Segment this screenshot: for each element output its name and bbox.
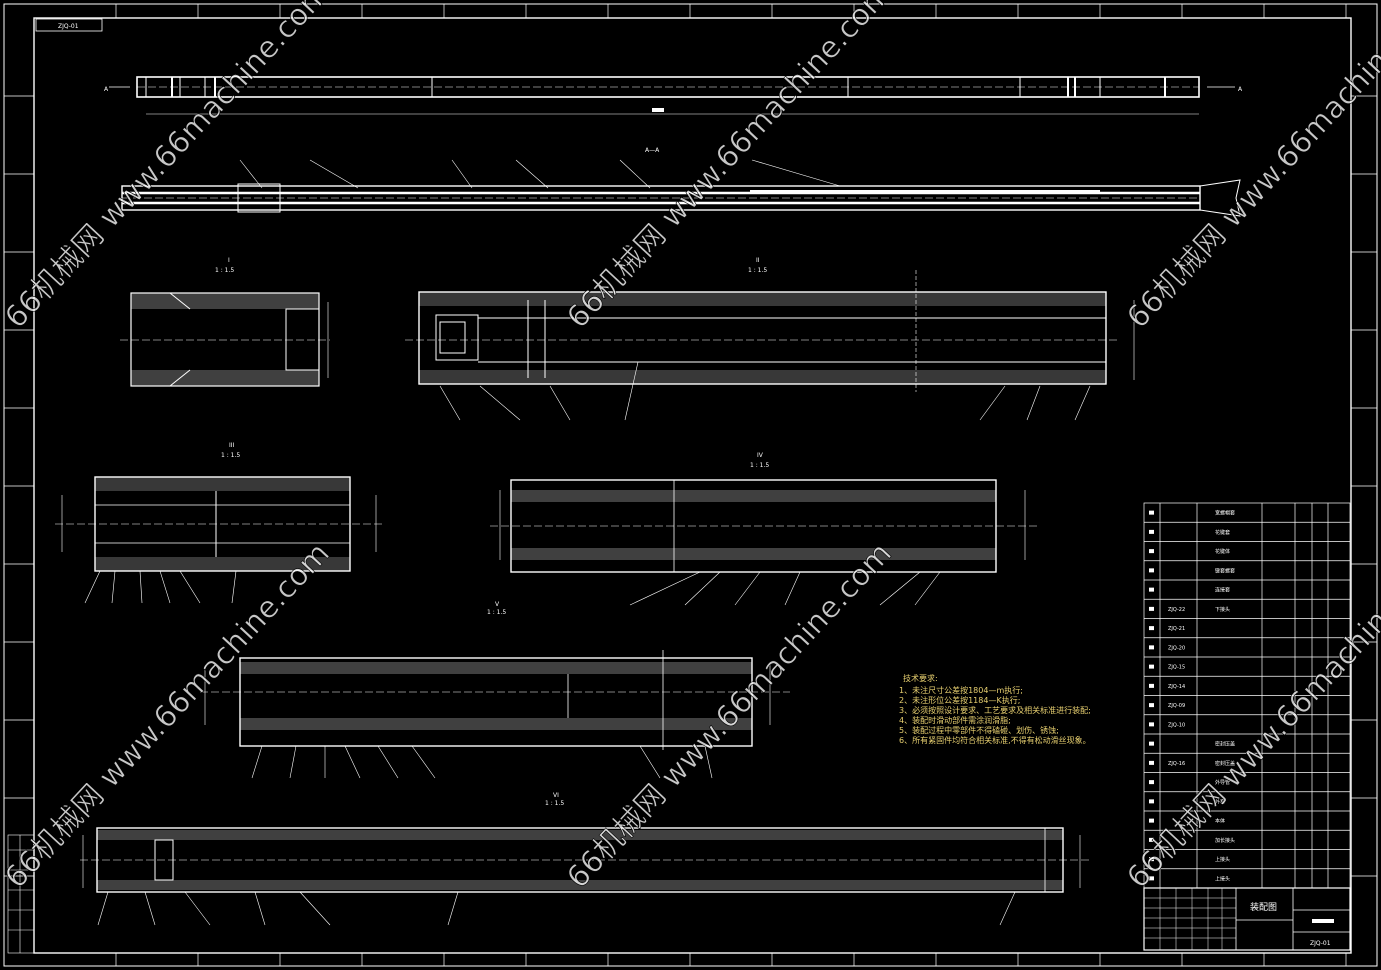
- overall-view: A A: [104, 76, 1243, 115]
- detail-ii-scale: 1 : 1.5: [748, 267, 767, 274]
- parts-list-name: 宽螺帽套: [1215, 510, 1235, 517]
- parts-list-name: 上接头: [1215, 856, 1230, 863]
- detail-view-iv: IV 1 : 1.5: [490, 452, 1040, 606]
- section-a-a: A—A: [121, 147, 1241, 217]
- watermark-2: 66机械网 www.66machine.com: [560, 0, 899, 335]
- parts-list-name: 外套: [1215, 798, 1225, 805]
- parts-list-index-mark: [1149, 818, 1154, 823]
- parts-list-index-mark: [1149, 780, 1154, 785]
- detail-v-label: V: [495, 601, 500, 608]
- detail-iii-scale: 1 : 1.5: [221, 452, 240, 459]
- parts-list-code: ZJQ-15: [1168, 665, 1185, 671]
- detail-iv-scale: 1 : 1.5: [750, 462, 769, 469]
- title-block: 装配图 ZJQ-01: [1143, 887, 1351, 951]
- watermark-6: 66机械网 www.66machine.com: [1120, 536, 1381, 895]
- title-block-title: 装配图: [1250, 901, 1277, 913]
- parts-list-index-mark: [1149, 722, 1154, 727]
- parts-list-index-mark: [1149, 837, 1154, 842]
- watermark-3: 66机械网 www.66machine.com: [1120, 0, 1381, 335]
- drawing-code-top: ZJQ-01: [58, 23, 79, 30]
- section-label: A—A: [645, 147, 660, 154]
- parts-list-index-mark: [1149, 799, 1154, 804]
- parts-list-name: 上接头: [1215, 875, 1230, 882]
- parts-list-name: 键套螺套: [1215, 567, 1235, 574]
- view-arrow-a-left: A: [104, 86, 109, 93]
- parts-list-index-mark: [1149, 703, 1154, 708]
- parts-list-index-mark: [1149, 510, 1154, 515]
- revision-block: [7, 834, 35, 954]
- tech-req-line-6: 6、所有紧固件均符合相关标准,不得有松动滑丝现象。: [899, 735, 1091, 745]
- drawing-code-bottom: ZJQ-01: [1310, 940, 1331, 947]
- parts-list-code: ZJQ-21: [1168, 626, 1185, 632]
- detail-v-scale: 1 : 1.5: [487, 609, 506, 616]
- technical-requirements: 技术要求: 1、未注尺寸公差按1804—m执行; 2、未注形位公差按1184—K…: [899, 673, 1091, 745]
- detail-vi-label: VI: [553, 792, 559, 799]
- parts-list-index-mark: [1149, 760, 1154, 765]
- parts-list-code: ZJQ-16: [1168, 761, 1185, 767]
- tech-req-line-5: 5、装配过程中零部件不得磕碰、划伤、锈蚀;: [899, 725, 1059, 735]
- parts-list-index-mark: [1149, 857, 1154, 862]
- watermark-4: 66机械网 www.66machine.com: [0, 536, 337, 895]
- detail-view-v: V 1 : 1.5: [200, 601, 790, 779]
- drawing-frame: [3, 3, 1378, 967]
- parts-list-name: 连接套: [1215, 587, 1230, 594]
- drawing-number-box: ZJQ-01: [35, 18, 103, 32]
- parts-list-name: 下接头: [1215, 606, 1230, 613]
- watermark-5: 66机械网 www.66machine.com: [560, 536, 899, 895]
- parts-list-index-mark: [1149, 626, 1154, 631]
- parts-list-name: 密封压盖: [1215, 741, 1235, 748]
- parts-list-index-mark: [1149, 606, 1154, 611]
- parts-list-name: 花键套: [1215, 529, 1230, 536]
- parts-list-index-mark: [1149, 741, 1154, 746]
- detail-i-label: I: [228, 257, 230, 264]
- detail-view-vi: VI 1 : 1.5: [80, 792, 1090, 926]
- detail-vi-scale: 1 : 1.5: [545, 800, 564, 807]
- parts-list-code: ZJQ-20: [1168, 645, 1185, 651]
- parts-list-index-mark: [1149, 549, 1154, 554]
- parts-list-index-mark: [1149, 645, 1154, 650]
- tech-req-line-1: 1、未注尺寸公差按1804—m执行;: [899, 685, 1023, 695]
- parts-list-index-mark: [1149, 876, 1154, 881]
- parts-list-name: 本体: [1215, 818, 1225, 825]
- tech-req-heading: 技术要求:: [903, 673, 938, 683]
- detail-iv-label: IV: [757, 452, 764, 459]
- parts-list-name: 密封压盖: [1215, 760, 1235, 767]
- detail-view-i: I 1 : 1.5: [120, 257, 330, 387]
- parts-list-code: ZJQ-14: [1168, 684, 1185, 690]
- parts-list-code: ZJQ-10: [1168, 722, 1185, 728]
- detail-iii-label: III: [229, 442, 235, 449]
- parts-list-name: 花键体: [1215, 548, 1230, 555]
- parts-list-name: 外导管: [1215, 779, 1230, 786]
- parts-list-index-mark: [1149, 587, 1154, 592]
- detail-view-ii: II 1 : 1.5: [405, 257, 1135, 421]
- parts-list-index-mark: [1149, 529, 1154, 534]
- tech-req-line-3: 3、必须按照设计要求、工艺要求及相关标准进行装配;: [899, 705, 1091, 715]
- view-arrow-a-right: A: [1238, 86, 1243, 93]
- parts-list-name: 加长接头: [1215, 837, 1235, 844]
- parts-list-code: ZJQ-22: [1168, 607, 1185, 613]
- tech-req-line-2: 2、未注形位公差按1184—K执行;: [899, 695, 1020, 705]
- detail-i-scale: 1 : 1.5: [215, 267, 234, 274]
- parts-list-index-mark: [1149, 568, 1154, 573]
- parts-list-index-mark: [1149, 664, 1154, 669]
- parts-list-code: ZJQ-09: [1168, 703, 1185, 709]
- watermark-1: 66机械网 www.66machine.com: [0, 0, 337, 335]
- parts-list-index-mark: [1149, 683, 1154, 688]
- detail-ii-label: II: [756, 257, 760, 264]
- tech-req-line-4: 4、装配时滑动部件需涂润滑脂;: [899, 715, 1011, 725]
- detail-view-iii: III 1 : 1.5: [55, 442, 385, 604]
